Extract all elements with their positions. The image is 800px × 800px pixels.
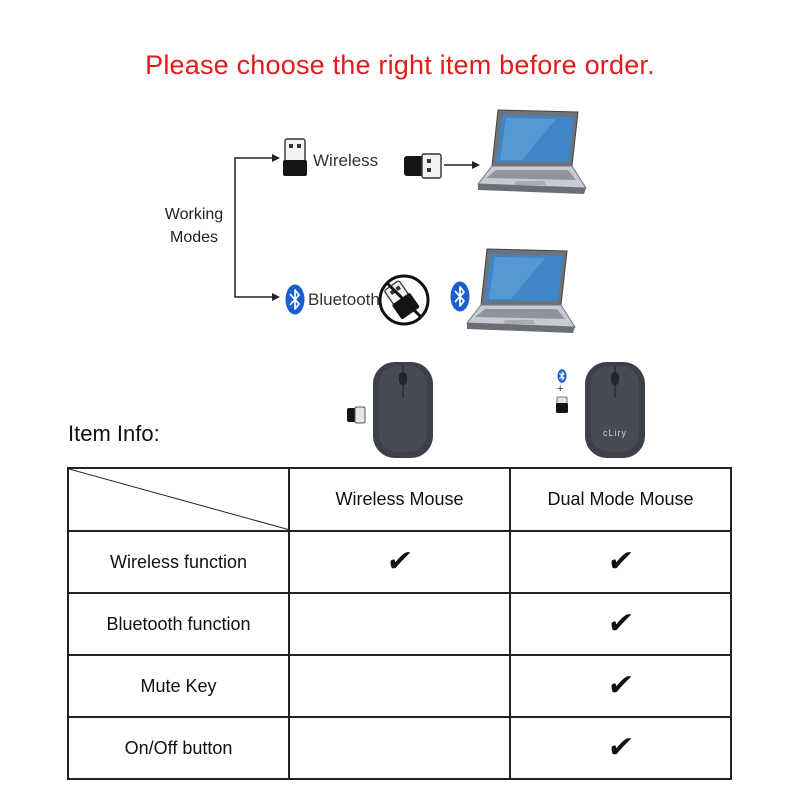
table-row: Mute Key ✔ xyxy=(67,654,732,718)
check-icon: ✔ xyxy=(605,607,636,640)
check-icon: ✔ xyxy=(605,545,636,578)
check-icon: ✔ xyxy=(605,731,636,764)
usb-receiver-icon xyxy=(347,406,366,424)
column-header-wireless-mouse: Wireless Mouse xyxy=(288,467,511,532)
working-modes-label: Working Modes xyxy=(156,203,232,249)
mouse-icon xyxy=(585,362,645,458)
wireless-mouse-cell xyxy=(288,716,511,780)
feature-label: Wireless function xyxy=(67,530,290,594)
usb-receiver-icon xyxy=(404,153,442,179)
feature-label: Bluetooth function xyxy=(67,592,290,656)
column-header-dual-mode-mouse: Dual Mode Mouse xyxy=(509,467,732,532)
mouse-icon xyxy=(373,362,433,458)
no-receiver-icon xyxy=(378,274,430,326)
dual-mode-mouse-cell: ✔ xyxy=(509,654,732,718)
working-modes-line2: Modes xyxy=(169,229,219,246)
item-comparison-table: Wireless Mouse Dual Mode Mouse Wireless … xyxy=(67,467,732,780)
wireless-mouse-cell xyxy=(288,592,511,656)
table-row: Wireless function ✔ ✔ xyxy=(67,530,732,594)
arrow-icon xyxy=(444,161,480,169)
dual-mode-mouse-cell: ✔ xyxy=(509,716,732,780)
bluetooth-mode-label: Bluetooth xyxy=(308,290,380,309)
laptop-icon xyxy=(466,248,576,333)
mouse-brand-logo: cLiry xyxy=(602,428,627,438)
table-row: On/Off button ✔ xyxy=(67,716,732,780)
item-info-label: Item Info: xyxy=(68,421,160,446)
dual-mode-mouse-cell: ✔ xyxy=(509,530,732,594)
headline: Please choose the right item before orde… xyxy=(145,50,655,80)
wireless-mode-label: Wireless xyxy=(313,151,379,170)
table-row: Bluetooth function ✔ xyxy=(67,592,732,656)
dual-mode-mouse-cell: ✔ xyxy=(509,592,732,656)
check-icon: ✔ xyxy=(384,545,415,578)
feature-label: Mute Key xyxy=(67,654,290,718)
wireless-mouse-cell: ✔ xyxy=(288,530,511,594)
usb-receiver-icon xyxy=(283,138,307,176)
usb-receiver-icon xyxy=(556,396,568,413)
working-modes-line1: Working xyxy=(164,206,224,223)
table-header-row: Wireless Mouse Dual Mode Mouse xyxy=(67,467,732,532)
check-icon: ✔ xyxy=(605,669,636,702)
bluetooth-icon xyxy=(450,281,470,312)
bracket-arrows-icon xyxy=(234,154,280,301)
laptop-icon xyxy=(477,109,587,194)
table-corner-cell xyxy=(67,467,290,532)
plus-sign: + xyxy=(557,383,564,395)
bluetooth-icon xyxy=(557,369,567,383)
feature-label: On/Off button xyxy=(67,716,290,780)
bluetooth-icon xyxy=(285,284,305,315)
wireless-mouse-cell xyxy=(288,654,511,718)
